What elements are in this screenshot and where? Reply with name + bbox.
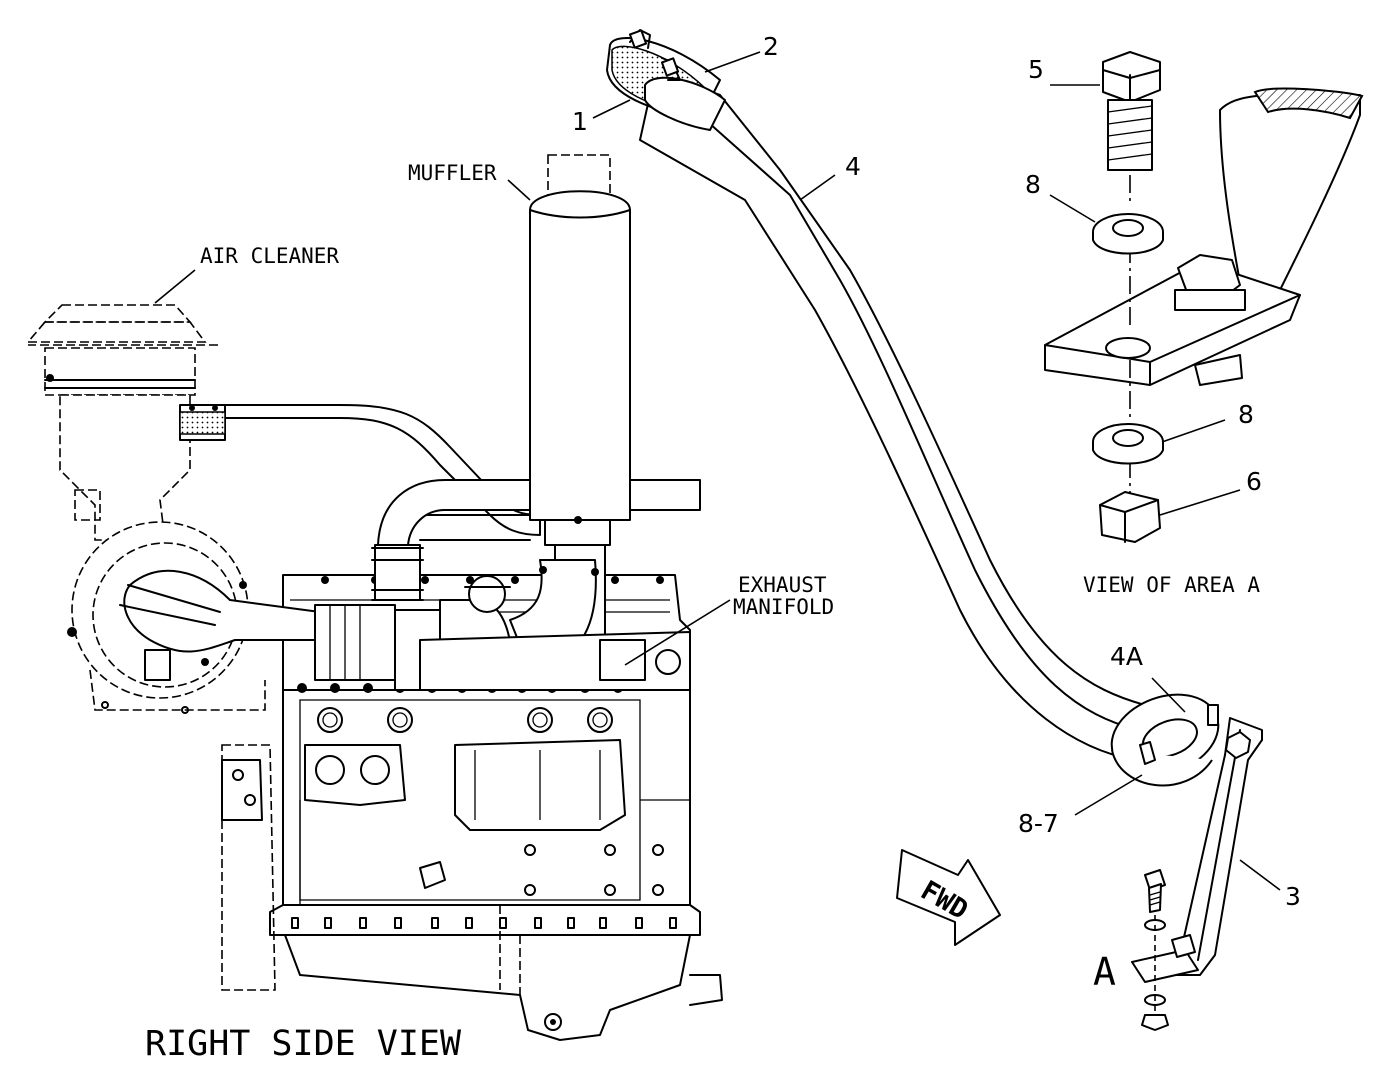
callout-8-top: 8 [1025,170,1041,199]
callout-4: 4 [845,152,861,181]
exhaust-manifold-label-line2: MANIFOLD [733,595,834,619]
muffler-label: MUFFLER [408,161,497,185]
callout-8-7: 8-7 [1018,809,1059,838]
air-cleaner [26,304,266,714]
callout-2: 2 [763,32,779,61]
pan-bolts [291,917,677,929]
callout-3: 3 [1285,882,1301,911]
muffler [509,154,631,671]
fwd-direction-arrow: FWD [896,849,1001,946]
support-bracket-part-3 [1131,704,1263,983]
exhaust-manifold [419,631,691,691]
area-a-marker: A [1093,950,1116,994]
view-of-area-a-label: VIEW OF AREA A [1083,573,1260,597]
callout-8-bottom: 8 [1238,400,1254,429]
callout-6: 6 [1246,467,1262,496]
engine-core-plugs [317,707,613,733]
view-of-area-a [1044,51,1364,543]
right-side-view-title: RIGHT SIDE VIEW [145,1024,462,1064]
exhaust-tube-part-4 [639,71,1220,787]
callout-4a: 4A [1110,642,1143,671]
area-a-hardware [1141,869,1196,1031]
hose-clamp-assembly [606,29,726,131]
air-cleaner-label: AIR CLEANER [200,244,339,268]
exhaust-manifold-label-line1: EXHAUST [738,573,827,597]
callout-1: 1 [572,107,588,136]
callout-5: 5 [1028,55,1044,84]
leader-lines [154,51,1281,891]
forward-direction-arrow-icon [896,849,1001,946]
